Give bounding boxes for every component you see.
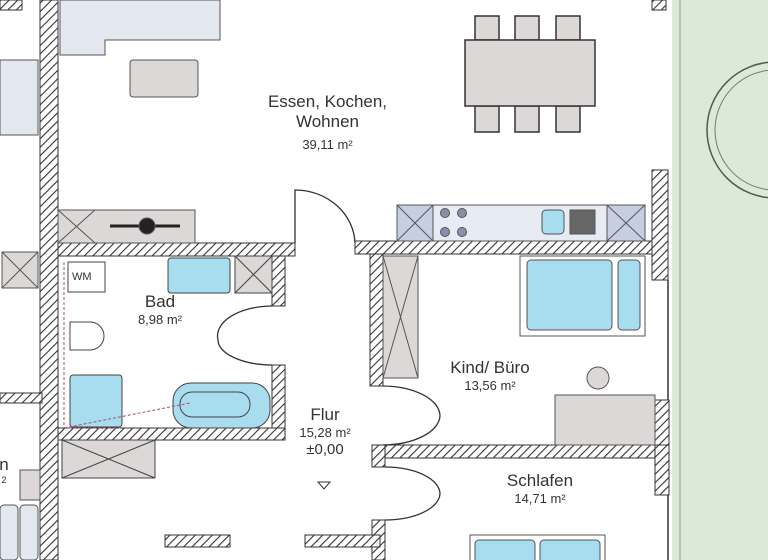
room-area: 15,28 m² <box>299 425 351 441</box>
child-room-furniture <box>382 255 656 446</box>
bathtub <box>172 382 271 429</box>
room-area: 8,98 m² <box>137 312 183 328</box>
room-label-hall: Flur 15,28 m² ±0,00 <box>280 405 370 459</box>
bath-fixtures <box>61 255 273 479</box>
dining-table <box>464 15 596 133</box>
doors <box>216 189 441 521</box>
room-name: Essen, Kochen, <box>267 92 388 111</box>
walls <box>0 0 670 560</box>
room-area: 14,71 m² <box>514 491 566 507</box>
room-name: n <box>0 455 9 474</box>
floor-level: ±0,00 <box>306 440 344 458</box>
garden-circle <box>706 61 768 199</box>
room-name: Flur <box>310 405 340 424</box>
kitchen-sink <box>541 209 565 235</box>
room-label-left-partial: n 2 <box>0 455 10 486</box>
room-area: 39,11 m² <box>302 136 353 152</box>
washing-machine-label: WM <box>72 271 92 283</box>
level-marker-icon <box>316 481 332 490</box>
desk <box>554 394 656 446</box>
kitchen-counter <box>396 204 646 242</box>
sideboard <box>57 209 196 244</box>
room-area: 2 <box>1 475 7 486</box>
chair <box>586 366 610 390</box>
room-label-bedroom: Schlafen 14,71 m² <box>480 471 600 507</box>
garden-area <box>672 0 768 560</box>
sofa <box>0 0 221 136</box>
coffee-table <box>129 59 199 98</box>
room-name: Bad <box>144 292 176 311</box>
left-room-furniture <box>0 251 41 560</box>
room-name: Schlafen <box>506 471 574 490</box>
bedroom-furniture <box>469 534 606 560</box>
room-label-bath: Bad 8,98 m² <box>110 292 210 328</box>
shower <box>69 374 123 428</box>
room-name: Kind/ Büro <box>450 358 530 377</box>
room-name: Wohnen <box>295 112 359 132</box>
room-label-child-office: Kind/ Büro 13,56 m² <box>425 358 555 394</box>
room-label-living: Essen, Kochen, Wohnen 39,11 m² <box>255 92 400 152</box>
room-area: 13,56 m² <box>464 378 516 394</box>
